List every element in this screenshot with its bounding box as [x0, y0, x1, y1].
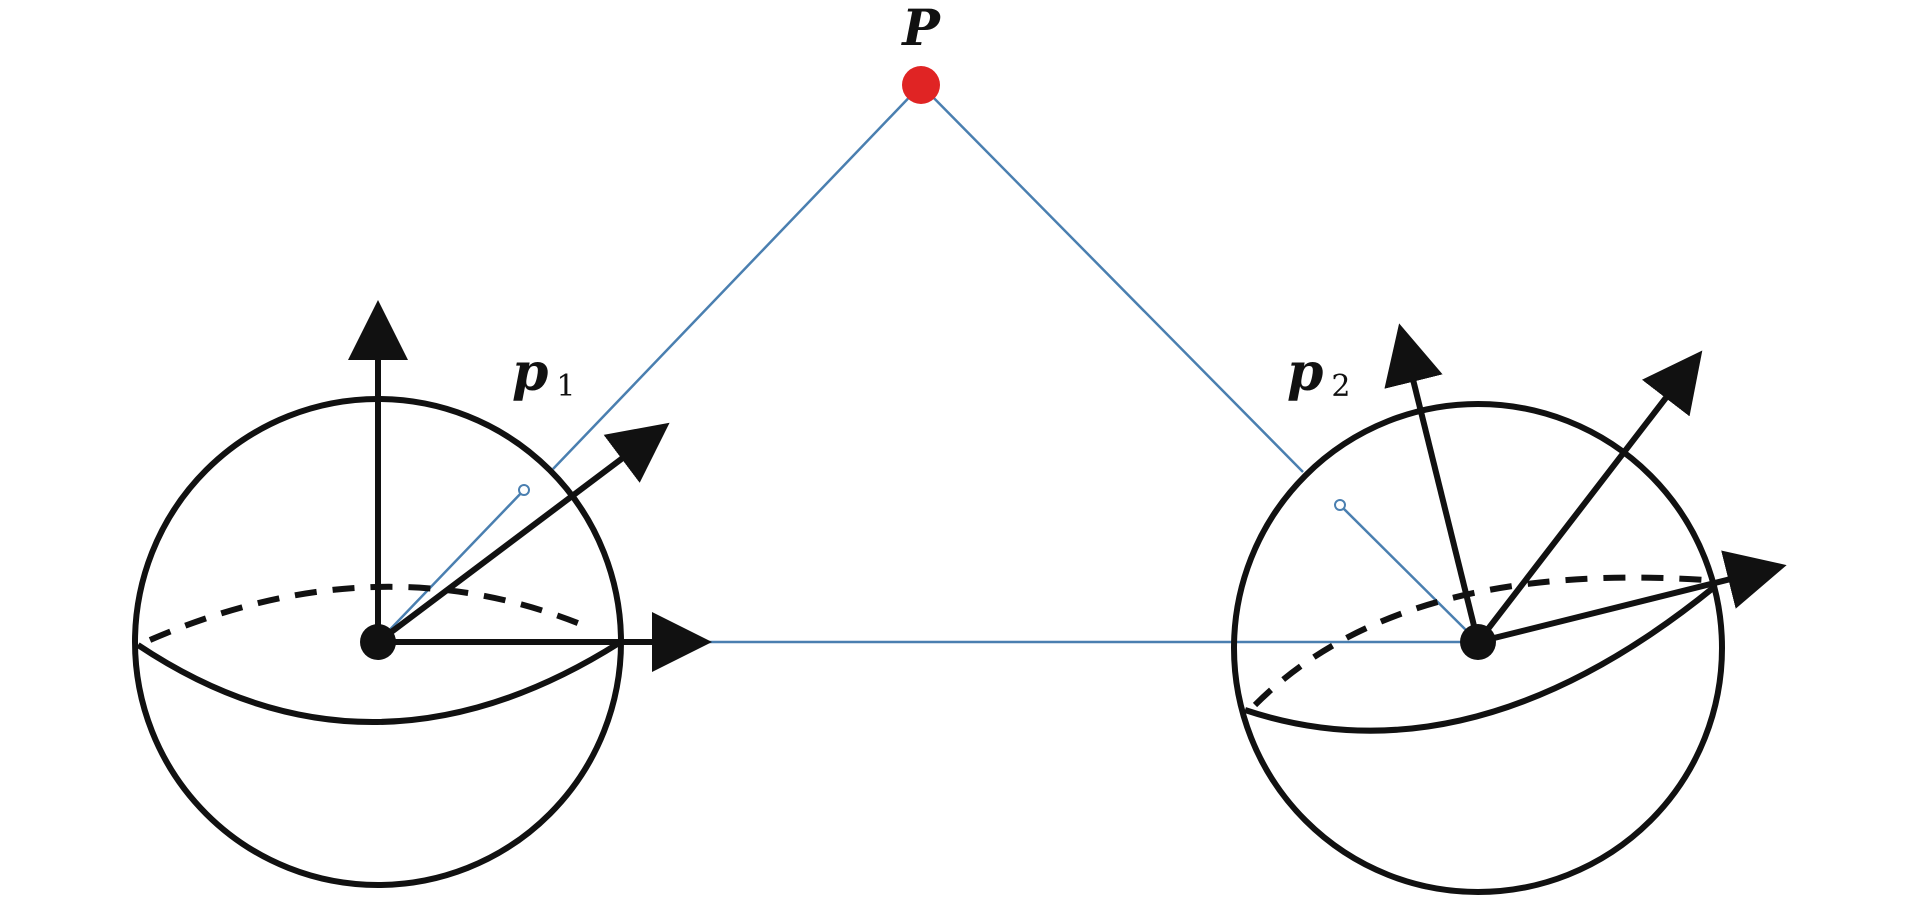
sphere-2-outline — [1231, 401, 1725, 895]
ray-center2-to-p2 — [1339, 504, 1479, 643]
ray-p-to-sphere2 — [920, 84, 1304, 473]
sphere-1-axis-diagonal-arrow — [376, 422, 670, 645]
sphere-1-center — [360, 624, 396, 660]
sphere-2-axis-right-arrow — [1477, 550, 1787, 645]
sphere-2-center — [1460, 624, 1496, 660]
image-point-2-marker — [1334, 499, 1346, 511]
image-point-2-letter: p — [1287, 342, 1323, 403]
image-point-1-subscript: 1 — [556, 369, 575, 404]
sphere-2-axis-up-arrow — [1384, 323, 1481, 643]
image-point-1-letter: p — [512, 342, 548, 403]
ray-p-to-sphere1 — [552, 84, 922, 470]
sphere-1-equator-front — [136, 640, 621, 725]
world-point-marker — [902, 66, 940, 104]
sphere-2-equator-front — [1244, 585, 1715, 734]
image-point-2-label: p 2 — [1287, 342, 1350, 404]
sphere-2-axis-diagonal-arrow — [1475, 350, 1703, 644]
image-point-1-label: p 1 — [512, 342, 575, 404]
sphere-camera-1 — [132, 300, 712, 888]
image-point-2-subscript: 2 — [1331, 369, 1350, 404]
world-point-label: P — [900, 0, 941, 57]
ray-center1-to-p1 — [377, 489, 525, 643]
image-point-1-marker — [518, 484, 530, 496]
sphere-2-equator-back — [1252, 574, 1706, 708]
sphere-camera-2 — [1231, 323, 1787, 895]
